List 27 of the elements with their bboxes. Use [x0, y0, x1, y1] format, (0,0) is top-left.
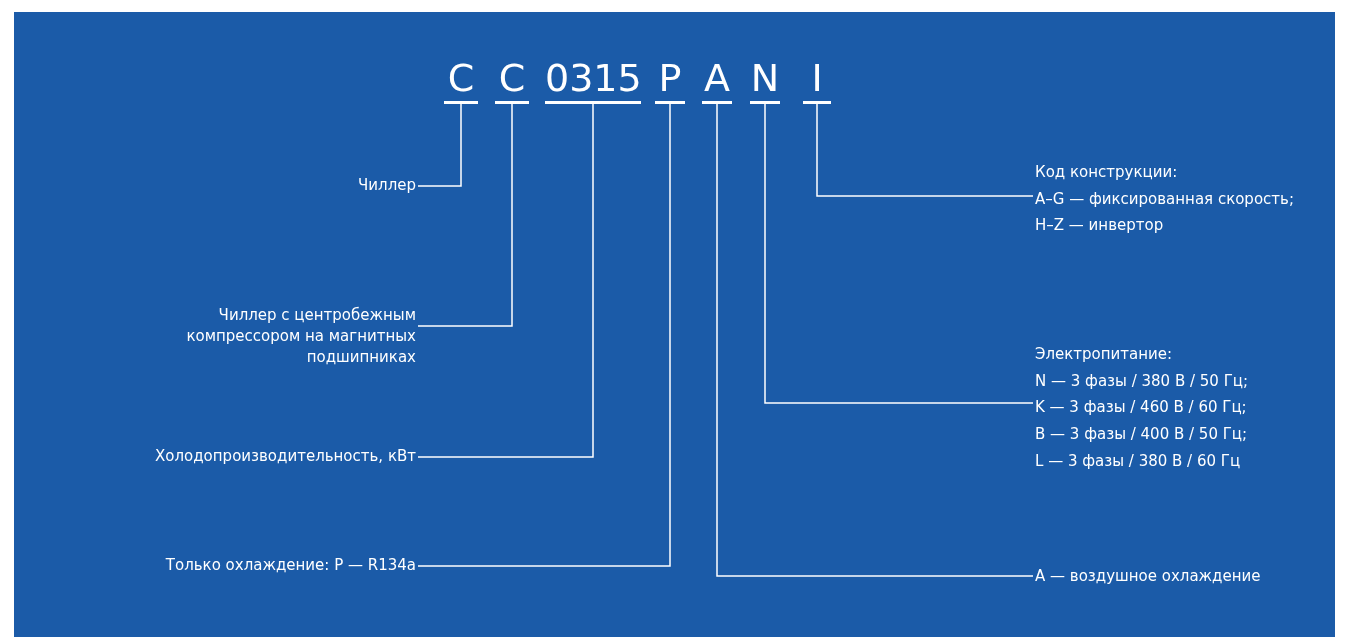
description-text: Чиллер — [357, 175, 416, 196]
code-segment: P — [655, 58, 685, 104]
code-segment: I — [803, 58, 831, 104]
leader-line — [816, 103, 1034, 197]
heading-text: Код конструкции: — [1035, 162, 1179, 183]
leader-line — [417, 103, 462, 187]
option-text: A–G — фиксированная скорость; — [1035, 188, 1295, 210]
option-text: H–Z — инвертор — [1035, 215, 1165, 237]
description-text: Холодопроизводительность, кВт — [154, 446, 416, 467]
leader-line — [764, 103, 1034, 404]
option-text: N — 3 фазы / 380 В / 50 Гц; — [1035, 370, 1250, 392]
description-text: Только охлаждение: P — R134a — [164, 555, 416, 576]
code-segment: C — [495, 58, 529, 104]
code-segment: N — [750, 58, 780, 104]
option-text: L — 3 фазы / 380 В / 60 Гц — [1035, 450, 1242, 472]
description-text: Чиллер с центробежным компрессором на магнитных подшипниках — [185, 305, 416, 368]
leader-line — [716, 103, 1034, 577]
code-segment: C — [444, 58, 478, 104]
heading-text: Электропитание: — [1035, 344, 1174, 365]
option-text: K — 3 фазы / 460 В / 60 Гц; — [1035, 397, 1248, 419]
leader-line — [417, 103, 513, 327]
code-segment: 0315 — [545, 58, 641, 104]
leader-line — [417, 103, 671, 567]
description-text: A — воздушное охлаждение — [1035, 566, 1262, 587]
code-segment: A — [702, 58, 732, 104]
leader-line — [417, 103, 594, 458]
option-text: B — 3 фазы / 400 В / 50 Гц; — [1035, 424, 1249, 446]
